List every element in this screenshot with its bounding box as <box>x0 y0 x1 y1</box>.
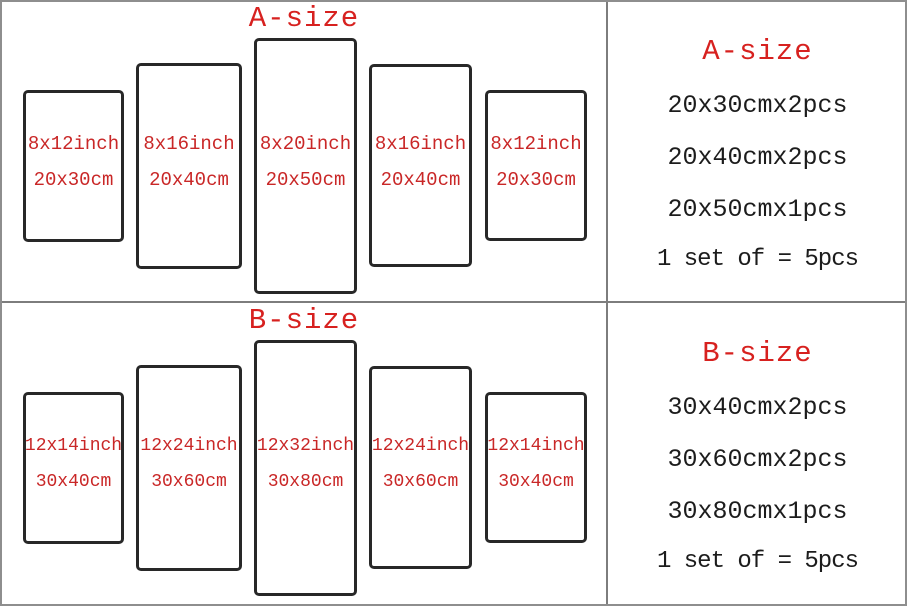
panel-size-inch: 12x14inch <box>487 436 585 456</box>
vertical-divider <box>606 2 608 604</box>
summary-b: B-size 30x40cmx2pcs 30x60cmx2pcs 30x80cm… <box>608 304 905 604</box>
panel-b1-label: 12x14inch 30x40cm <box>20 435 127 493</box>
panel-a5: 8x12inch 20x30cm <box>485 90 587 241</box>
panel-size-inch: 8x16inch <box>143 133 235 155</box>
panel-b4-label: 12x24inch 30x60cm <box>366 435 475 493</box>
panel-a1: 8x12inch 20x30cm <box>23 90 124 242</box>
summary-line: 30x60cmx2pcs <box>667 445 848 474</box>
panel-size-cm: 20x40cm <box>149 169 229 191</box>
panel-a2-label: 8x16inch 20x40cm <box>133 133 245 191</box>
panel-size-inch: 8x16inch <box>374 133 467 155</box>
panel-size-inch: 8x20inch <box>259 133 352 155</box>
summary-total: 1 set of = 5pcs <box>656 246 859 273</box>
panel-size-cm: 20x40cm <box>380 169 461 191</box>
panel-b5: 12x14inch 30x40cm <box>485 392 587 543</box>
panel-b3-label: 12x32inch 30x80cm <box>251 435 360 493</box>
summary-b-title: B-size <box>702 337 813 370</box>
panel-b1: 12x14inch 30x40cm <box>23 392 124 544</box>
summary-line: 20x50cmx1pcs <box>667 195 848 224</box>
panel-size-cm: 30x60cm <box>151 472 227 492</box>
panel-a4: 8x16inch 20x40cm <box>369 64 472 267</box>
section-b-canvas: B-size 12x14inch 30x40cm 12x24inch 30x60… <box>2 304 606 604</box>
panel-b3: 12x32inch 30x80cm <box>254 340 357 596</box>
panel-size-inch: 8x12inch <box>27 133 120 155</box>
panel-size-cm: 30x40cm <box>498 472 574 492</box>
panel-b2: 12x24inch 30x60cm <box>136 365 242 571</box>
panel-a4-label: 8x16inch 20x40cm <box>366 133 475 191</box>
summary-a: A-size 20x30cmx2pcs 20x40cmx2pcs 20x50cm… <box>608 2 905 302</box>
horizontal-divider <box>2 301 905 303</box>
panel-size-cm: 20x30cm <box>33 169 114 191</box>
panel-size-inch: 8x12inch <box>490 133 582 155</box>
panel-size-inch: 12x32inch <box>256 436 355 456</box>
panel-a5-label: 8x12inch 20x30cm <box>482 133 590 191</box>
summary-line: 20x40cmx2pcs <box>667 143 848 172</box>
panel-a3-label: 8x20inch 20x50cm <box>251 133 360 191</box>
panel-size-cm: 30x80cm <box>267 472 344 492</box>
panel-size-cm: 20x30cm <box>496 169 576 191</box>
panel-size-cm: 30x40cm <box>35 472 112 492</box>
section-b-title: B-size <box>248 304 360 337</box>
panel-a1-label: 8x12inch 20x30cm <box>20 133 127 191</box>
summary-line: 20x30cmx2pcs <box>667 91 848 120</box>
panel-a3: 8x20inch 20x50cm <box>254 38 357 294</box>
summary-line: 30x40cmx2pcs <box>667 393 848 422</box>
summary-line: 30x80cmx1pcs <box>667 497 848 526</box>
panel-size-inch: 12x24inch <box>371 436 470 456</box>
panel-b4: 12x24inch 30x60cm <box>369 366 472 569</box>
panel-b5-label: 12x14inch 30x40cm <box>482 435 590 493</box>
section-a-title: A-size <box>248 2 360 35</box>
panel-a2: 8x16inch 20x40cm <box>136 63 242 269</box>
panel-size-cm: 20x50cm <box>265 169 346 191</box>
panel-size-inch: 12x14inch <box>24 436 123 456</box>
section-a-canvas: A-size 8x12inch 20x30cm 8x16inch 20x40cm… <box>2 2 606 302</box>
summary-total: 1 set of = 5pcs <box>656 548 859 575</box>
panel-b2-label: 12x24inch 30x60cm <box>133 435 245 493</box>
panel-size-cm: 30x60cm <box>382 472 459 492</box>
summary-a-title: A-size <box>702 35 813 68</box>
panel-size-inch: 12x24inch <box>140 436 238 456</box>
